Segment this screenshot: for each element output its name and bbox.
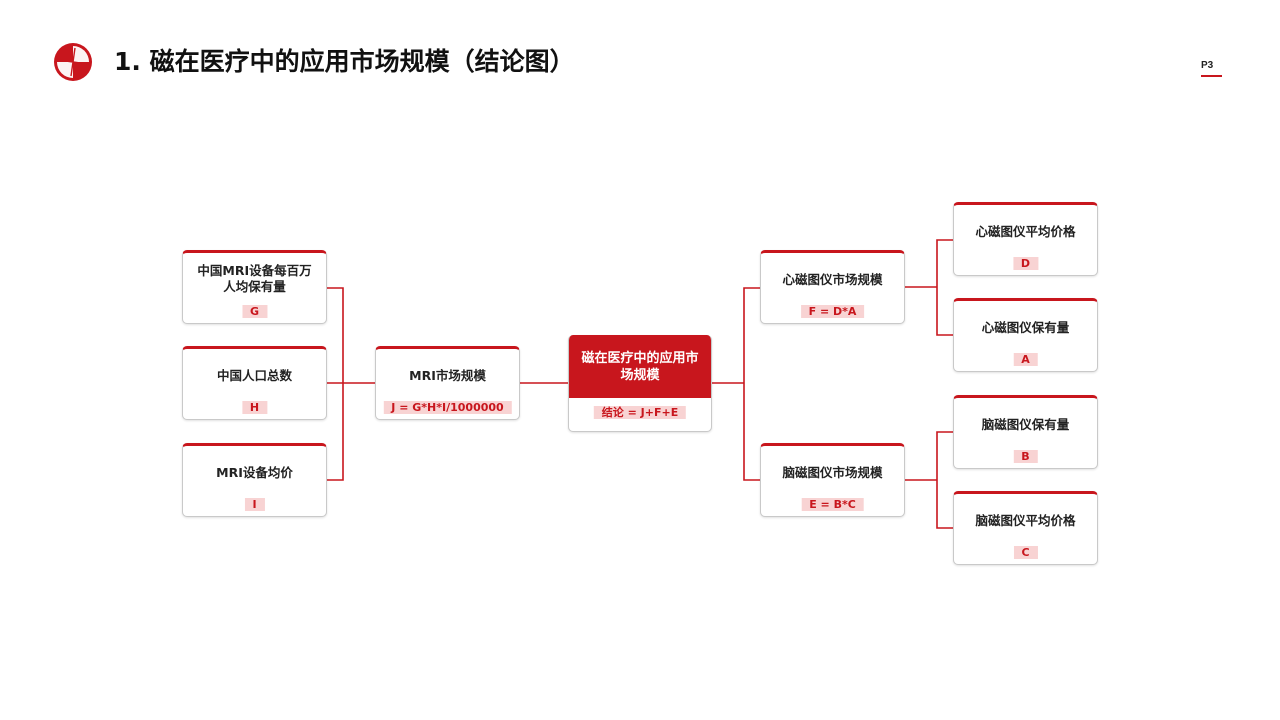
- node-meg-price-label: 脑磁图仪平均价格: [975, 513, 1076, 528]
- node-root: 磁在医疗中的应用市场规模 结论 = J+F+E: [568, 335, 712, 432]
- node-population-tag: H: [241, 401, 268, 414]
- node-mri-density: 中国MRI设备每百万人均保有量 G: [182, 250, 327, 324]
- node-mri-price-tag: I: [244, 498, 265, 511]
- page-number-underline: [1201, 75, 1222, 77]
- connector-bc-bracket: [936, 431, 954, 529]
- node-mcg-price: 心磁图仪平均价格 D: [953, 202, 1098, 276]
- node-mcg-installed-tag: A: [1013, 353, 1038, 366]
- node-mri-market: MRI市场规模 J = G*H*I/1000000: [375, 346, 520, 420]
- node-mcg-installed: 心磁图仪保有量 A: [953, 298, 1098, 372]
- node-meg-market-label: 脑磁图仪市场规模: [782, 465, 883, 480]
- node-mri-price-label: MRI设备均价: [216, 465, 293, 480]
- node-mcg-installed-label: 心磁图仪保有量: [981, 320, 1070, 335]
- node-meg-installed-label: 脑磁图仪保有量: [981, 417, 1070, 432]
- node-mri-market-label: MRI市场规模: [409, 368, 486, 383]
- connector-root-fe: [743, 287, 761, 481]
- node-root-label: 磁在医疗中的应用市场规模: [569, 335, 711, 398]
- page-number: P3: [1201, 60, 1214, 71]
- node-root-formula: 结论 = J+F+E: [593, 406, 687, 419]
- node-mcg-market-label: 心磁图仪市场规模: [782, 272, 883, 287]
- node-meg-installed-tag: B: [1013, 450, 1038, 463]
- node-meg-market: 脑磁图仪市场规模 E = B*C: [760, 443, 905, 517]
- node-meg-installed: 脑磁图仪保有量 B: [953, 395, 1098, 469]
- connector-da-bracket: [936, 239, 954, 336]
- node-mcg-price-tag: D: [1012, 257, 1039, 270]
- node-mcg-price-label: 心磁图仪平均价格: [975, 224, 1076, 239]
- node-mri-density-label: 中国MRI设备每百万人均保有量: [197, 263, 312, 294]
- node-population-label: 中国人口总数: [216, 368, 292, 383]
- node-meg-market-formula: E = B*C: [801, 498, 864, 511]
- node-mri-market-formula: J = G*H*I/1000000: [383, 401, 512, 414]
- node-mcg-market-formula: F = D*A: [800, 305, 865, 318]
- node-meg-price-tag: C: [1013, 546, 1038, 559]
- page-title: 1. 磁在医疗中的应用市场规模（结论图）: [114, 47, 575, 76]
- node-mri-density-tag: G: [241, 305, 268, 318]
- node-population: 中国人口总数 H: [182, 346, 327, 420]
- node-mcg-market: 心磁图仪市场规模 F = D*A: [760, 250, 905, 324]
- node-meg-price: 脑磁图仪平均价格 C: [953, 491, 1098, 565]
- brand-logo-icon: [54, 43, 92, 81]
- connector-g-mri: [326, 287, 344, 481]
- node-mri-price: MRI设备均价 I: [182, 443, 327, 517]
